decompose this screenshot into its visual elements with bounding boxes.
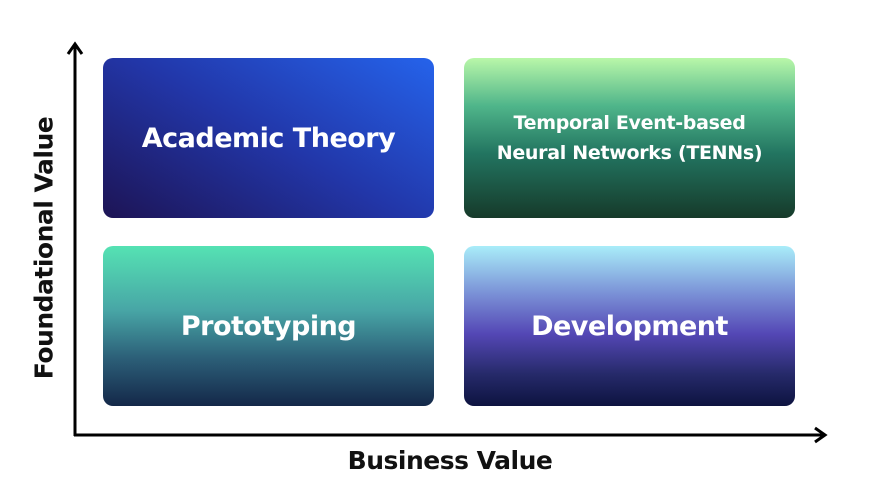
y-axis-arrow-icon xyxy=(66,41,84,55)
quadrant-label-line1: Temporal Event-based xyxy=(513,112,746,134)
quadrant-prototyping: Prototyping xyxy=(103,246,434,406)
quadrant-academic-theory: Academic Theory xyxy=(103,58,434,218)
y-axis-label: Foundational Value xyxy=(29,116,59,380)
x-axis-arrow-icon xyxy=(814,426,828,444)
quadrant-label-line2: Neural Networks (TENNs) xyxy=(496,142,763,164)
quadrant-development: Development xyxy=(464,246,795,406)
quadrant-label: Academic Theory xyxy=(141,122,396,154)
x-axis-label: Business Value xyxy=(347,446,553,475)
quadrant-label: Prototyping xyxy=(180,310,357,342)
quadrant-label: Development xyxy=(531,310,728,342)
quadrant-tenns: Temporal Event-based Neural Networks (TE… xyxy=(464,58,795,218)
